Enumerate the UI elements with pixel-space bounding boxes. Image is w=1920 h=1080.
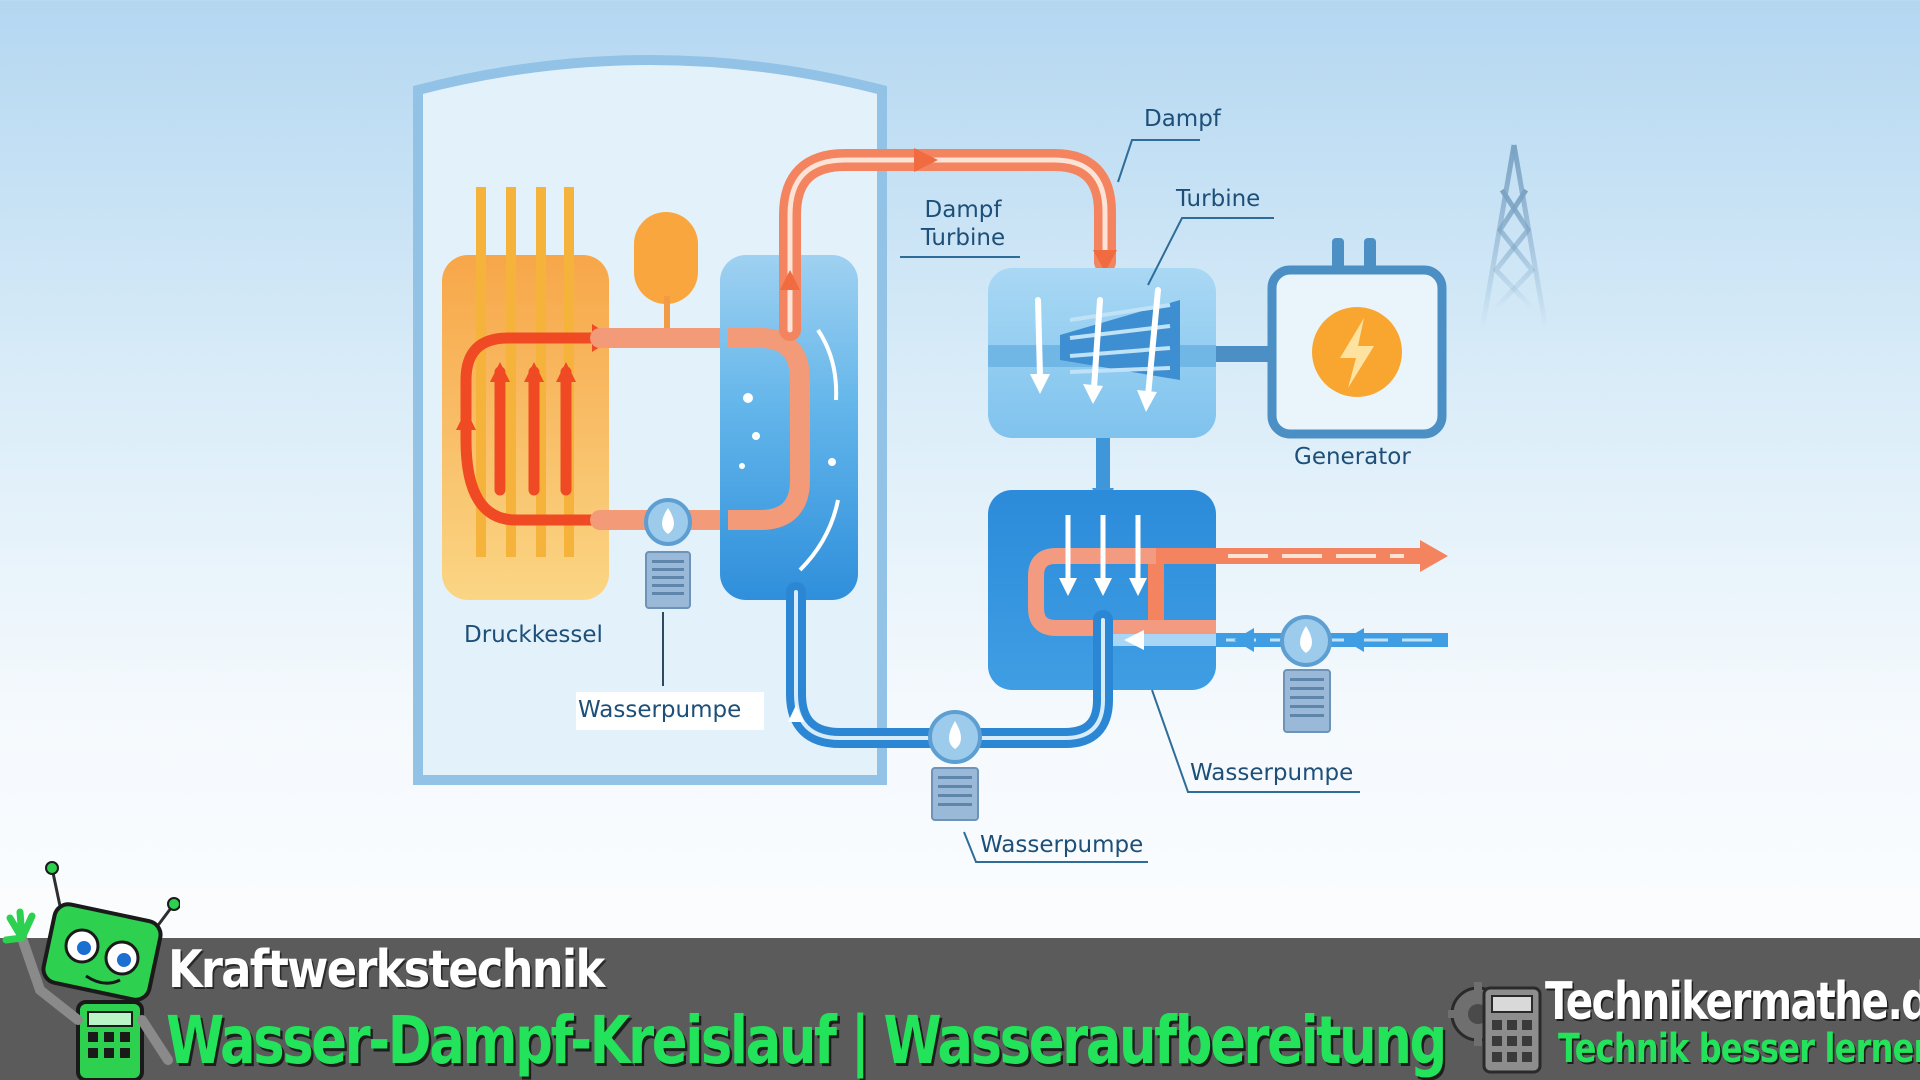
label-wasserpumpe-feed: Wasserpumpe (980, 832, 1144, 858)
banner-title: Wasser-Dampf-Kreislauf | Wasseraufbereit… (166, 1002, 1447, 1079)
label-generator: Generator (1294, 444, 1411, 470)
feedwater-pump (928, 710, 982, 821)
steam-generator (720, 255, 858, 600)
callout-lines (576, 139, 1360, 863)
label-wasserpumpe-primary: Wasserpumpe (578, 697, 742, 723)
label-dampf-turbine: Dampf Turbine (910, 196, 1016, 252)
banner-subtitle: Kraftwerkstechnik (168, 940, 605, 1000)
label-dampf: Dampf (1144, 106, 1221, 132)
condenser-pump (1280, 615, 1332, 733)
condenser-flow-arrows (1059, 515, 1147, 650)
label-dampf-turbine-line1: Dampf (924, 197, 1002, 223)
steam-pipe (779, 149, 1116, 341)
power-pylon-icon (1449, 144, 1579, 331)
brand-slogan: Technik besser lernen (1558, 1026, 1920, 1072)
cooling-water-outlet (1208, 540, 1448, 572)
cooling-water-inlet (1216, 628, 1448, 652)
label-druckkessel: Druckkessel (464, 622, 603, 648)
turbine-unit (988, 268, 1216, 438)
feedwater-arrow (788, 705, 804, 722)
robot-mascot-icon (2, 861, 180, 1080)
label-turbine: Turbine (1176, 186, 1261, 212)
turbine-flow-arrows (1030, 287, 1161, 412)
primary-hot-loop (460, 332, 604, 526)
pressurizer (634, 212, 698, 338)
title-banner (0, 938, 1920, 1080)
pwr-diagram (413, 55, 1579, 863)
label-wasserpumpe-condenser: Wasserpumpe (1190, 760, 1354, 786)
calculator-gear-icon (1448, 982, 1542, 1074)
turbine-shaft (1216, 346, 1272, 362)
label-dampf-turbine-line2: Turbine (920, 225, 1006, 251)
brand-name: Technikermathe.de (1545, 972, 1920, 1032)
primary-pump (644, 498, 692, 686)
lightning-icon (1312, 307, 1402, 397)
steam-arrows (780, 148, 1117, 290)
